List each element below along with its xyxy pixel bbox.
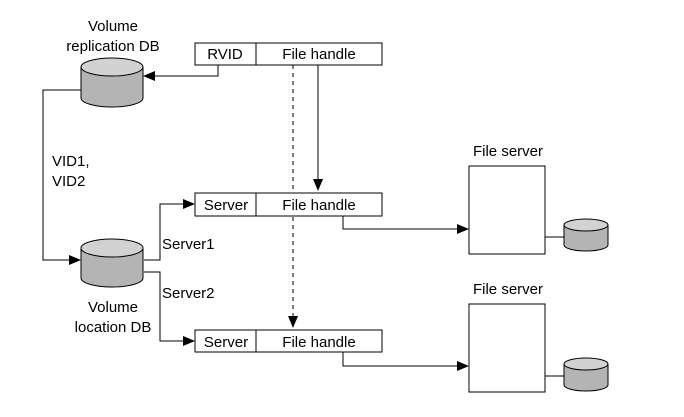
- top-record: RVID File handle: [194, 42, 383, 66]
- file-server-1-label: File server: [473, 143, 543, 160]
- bottom-record: Server File handle: [194, 329, 383, 353]
- middle-file-handle-field: File handle: [282, 197, 355, 214]
- server2-label: Server2: [162, 285, 215, 302]
- server1-label: Server1: [162, 236, 215, 253]
- file-server-1-disk-icon: [563, 218, 609, 252]
- server2-arrow: [144, 271, 195, 346]
- replication-db-cylinder-icon: [80, 57, 144, 108]
- vid-label-line2: VID2: [52, 173, 85, 190]
- file-server-2-disk-icon: [563, 357, 609, 392]
- to-file-server-2-arrow: [342, 352, 469, 371]
- location-db-cylinder-icon: [80, 238, 144, 288]
- bottom-server-field: Server: [204, 334, 248, 351]
- bottom-file-handle-field: File handle: [282, 334, 355, 351]
- to-file-server-1-arrow: [342, 216, 469, 234]
- server1-arrow: [144, 199, 195, 261]
- top-file-handle-field: File handle: [282, 46, 355, 63]
- location-db-label-line1: Volume: [88, 299, 138, 316]
- rvid-to-replication-db-arrow: [143, 65, 219, 81]
- replication-db-label-line1: Volume: [88, 18, 138, 35]
- rvid-field: RVID: [207, 46, 243, 63]
- middle-record: Server File handle: [194, 192, 383, 217]
- vid-label-line1: VID1,: [52, 153, 90, 170]
- location-db-label-line2: location DB: [75, 319, 152, 336]
- middle-server-field: Server: [204, 197, 248, 214]
- file-server-1-box: [468, 165, 546, 255]
- replication-db-label-line2: replication DB: [66, 38, 159, 55]
- file-server-2-box: [468, 303, 546, 393]
- file-server-2-label: File server: [473, 281, 543, 298]
- replication-to-location-arrow: [42, 89, 81, 265]
